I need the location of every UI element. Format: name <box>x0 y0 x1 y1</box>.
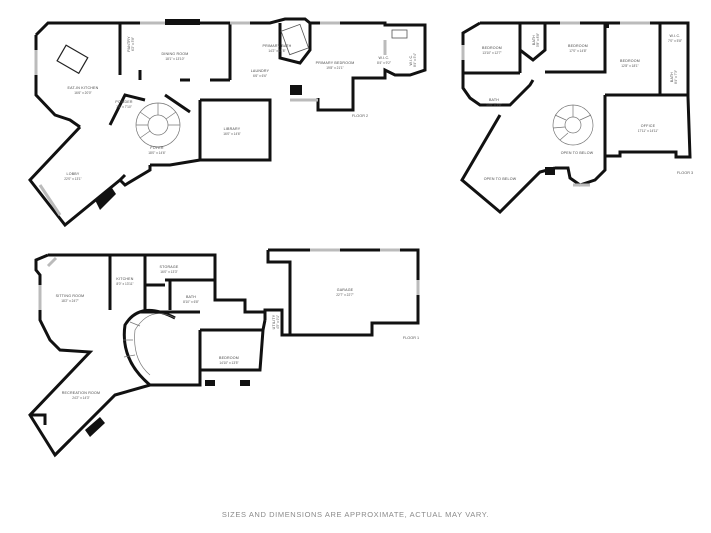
room-dims: 19'8" x 21'1" <box>326 66 343 70</box>
room-dims: 18'2" x 24'7" <box>61 299 78 303</box>
room-dims: 6'6" x 6'6" <box>253 74 267 78</box>
room-label: BATH <box>186 295 196 299</box>
room-dims: 4'5" x 9'1" <box>276 315 280 329</box>
room-label: POWDER <box>115 100 133 104</box>
floor-plan-upper: BEDROOM 13'10" x 12'7" BEDROOM 17'0" x 1… <box>460 21 693 215</box>
room-label: EAT-IN KITCHEN <box>68 86 99 90</box>
room-dims: 22'0" x 13'1" <box>64 177 81 181</box>
room-label: LAUNDRY <box>251 69 270 73</box>
room-label: PANTRY <box>127 36 131 52</box>
room-dims: 16'0" x 14'6" <box>223 132 240 136</box>
room-label: OFFICE <box>641 124 656 128</box>
room-dims: 14'10" x 13'5" <box>219 361 238 365</box>
room-label: DINING ROOM <box>162 52 189 56</box>
room-dims: 8'0" x 13'11" <box>116 282 133 286</box>
room-label: BEDROOM <box>482 46 502 50</box>
room-label: BEDROOM <box>219 356 239 360</box>
room-label: FOYER <box>150 146 164 150</box>
room-dims: 8'4" x 9'2" <box>377 61 391 65</box>
room-dims: 17'0" x 14'8" <box>569 49 586 53</box>
room-label: STORAGE <box>160 265 179 269</box>
room-dims: 14'2" x 11'8" <box>268 49 285 53</box>
room-label: BATH <box>532 35 536 45</box>
room-label: OPEN TO BELOW <box>561 151 594 155</box>
room-label: BATH <box>489 98 499 102</box>
room-label: OPEN TO BELOW <box>484 177 517 181</box>
room-label: RECREATION ROOM <box>62 391 100 395</box>
room-dims: 8'4" x 7'3" <box>674 70 678 84</box>
floor-plan-lower: SITTING ROOM 18'2" x 24'7" KITCHEN 8'0" … <box>28 248 420 458</box>
room-label: KITCHEN <box>116 277 133 281</box>
room-label: BEDROOM <box>620 59 640 63</box>
room-dims: 12'8" x 18'1" <box>621 64 638 68</box>
room-dims: 6'2" x 3'8" <box>131 37 135 51</box>
room-dims: 14'0" x 9'8" <box>486 103 502 107</box>
room-label: LIBRARY <box>224 127 241 131</box>
room-dims: 8'10" x 6'8" <box>183 300 199 304</box>
room-dims: 18'0" x 14'6" <box>148 151 165 155</box>
room-label: W.I.C. <box>670 34 681 38</box>
room-dims: 5'8" x 8'8" <box>536 33 540 47</box>
room-dims: 7'0" x 5'8" <box>668 39 682 43</box>
room-dims: 18'1" x 13'10" <box>165 57 184 61</box>
room-label: BEDROOM <box>568 44 588 48</box>
room-label: GARAGE <box>337 288 354 292</box>
floor-label: FLOOR 2 <box>352 114 368 118</box>
room-label: LOBBY <box>67 172 80 176</box>
room-label: W.I.C. <box>409 55 413 66</box>
room-label: PRIMARY BATH <box>263 44 292 48</box>
floor-label: FLOOR 1 <box>403 336 419 340</box>
room-label: W.I.C. <box>379 56 390 60</box>
disclaimer-text: SIZES AND DIMENSIONS ARE APPROXIMATE, AC… <box>221 510 490 519</box>
room-dims: 7'6" x 7'10" <box>116 105 132 109</box>
room-dims: 22'7" x 22'7" <box>336 293 353 297</box>
floor-plan-main: EAT-IN KITCHEN 16'6" x 20'0" DINING ROOM… <box>28 17 427 228</box>
room-label: PRIMARY BEDROOM <box>316 61 355 65</box>
room-dims: 13'10" x 12'7" <box>482 51 501 55</box>
room-label: BATH <box>670 72 674 82</box>
room-dims: 8'4" x 5'4" <box>413 53 417 67</box>
floor-label: FLOOR 3 <box>677 171 693 175</box>
room-dims: 24'2" x 14'3" <box>72 396 89 400</box>
room-label: UTILITY <box>272 314 276 329</box>
room-dims: 16'6" x 20'0" <box>74 91 91 95</box>
room-dims: 16'0" x 13'3" <box>160 270 177 274</box>
room-dims: 17'11" x 14'11" <box>638 129 659 133</box>
room-label: SITTING ROOM <box>56 294 85 298</box>
